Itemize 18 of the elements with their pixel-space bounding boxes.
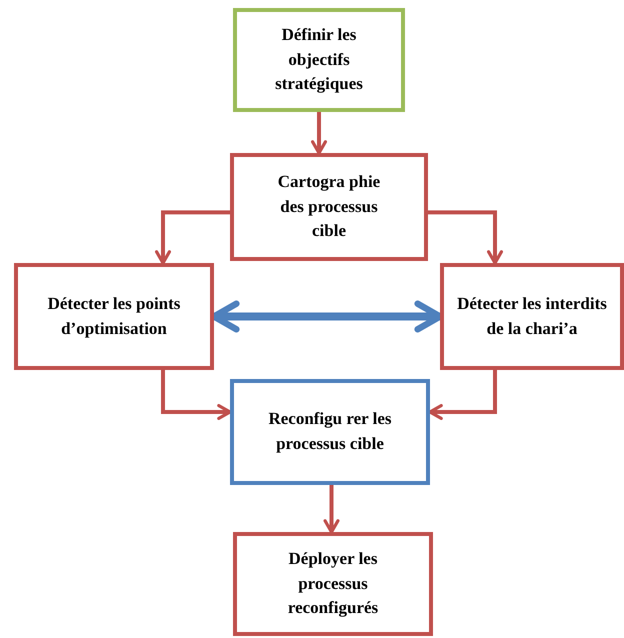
box-label: Cartogra phie des processus cible [276,171,382,242]
arrow [161,370,232,420]
process-box [233,532,433,636]
arrow [155,210,230,265]
process-box [230,379,430,485]
process-box [230,153,428,261]
box-label: Définir les objectifs stratégiques [274,24,364,96]
arrow [311,112,327,155]
box-label: Déployer les processus reconfigurés [286,548,380,620]
arrow [324,485,340,534]
arrow [428,210,503,265]
box-label: Détecter les interdits de la chari’a [456,292,608,340]
process-box [440,263,624,370]
box-label: Détecter les points d’optimisation [46,292,182,340]
process-box [14,263,214,370]
process-box [233,8,405,112]
arrow [428,370,497,420]
box-label: Reconfigu rer les processus cible [267,408,393,455]
